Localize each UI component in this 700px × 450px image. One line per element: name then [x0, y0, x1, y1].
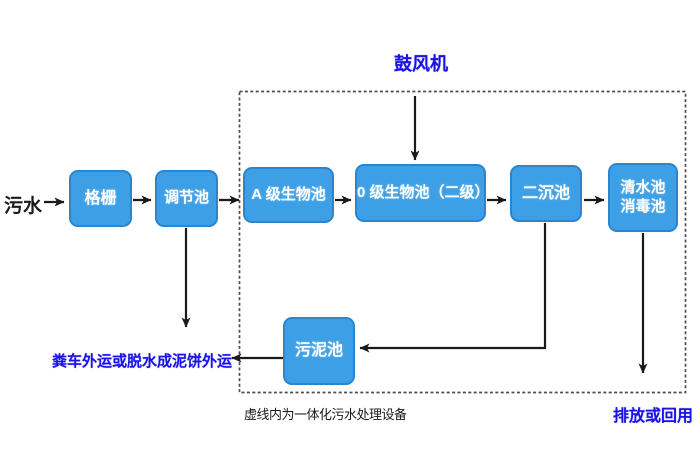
secondary-sedimentation-tank-box: 二沉池	[510, 165, 582, 222]
a-bio-tank-box: A 级生物池	[243, 167, 334, 223]
arrow-sedimentation-to-sludge	[359, 223, 547, 353]
disinfection-tank-label: 消毒池	[620, 197, 666, 215]
sludge-disposal-label: 粪车外运或脱水成泥饼外运	[52, 353, 233, 370]
clear-water-disinfection-tank-box: 清水池 消毒池	[608, 163, 678, 232]
blower-label: 鼓风机	[394, 54, 448, 74]
o-bio-tank-box: 0 级生物池（二级）	[355, 164, 490, 222]
grid-box: 格栅	[69, 170, 132, 227]
equipment-dashed-boundary	[238, 90, 687, 394]
discharge-label: 排放或回用	[613, 408, 694, 425]
sludge-tank-box: 污泥池	[283, 317, 355, 385]
source-label: 污水	[4, 196, 43, 217]
regulating-tank-box: 调节池	[155, 170, 218, 227]
equipment-caption: 虚线内为一体化污水处理设备	[244, 407, 407, 422]
clear-water-tank-label: 清水池	[620, 178, 666, 196]
